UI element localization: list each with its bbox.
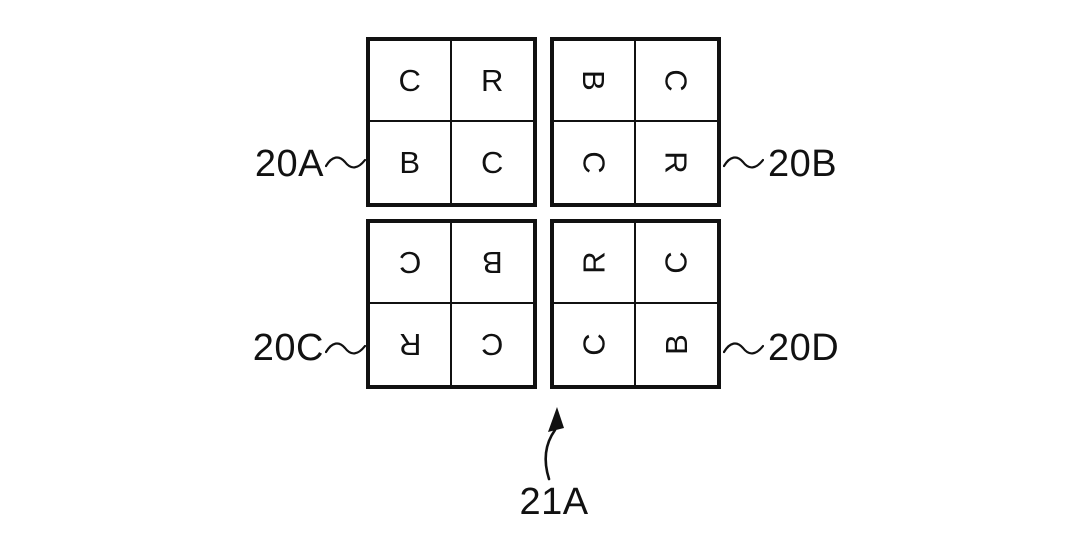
cell-letter: C (576, 151, 612, 174)
annotation-arrow-icon (544, 407, 564, 481)
cell-letter: C (576, 333, 612, 356)
grid-cell: C (370, 41, 452, 122)
cfa-grid-20a: C R B C (366, 37, 537, 207)
label-21a: 21A (519, 481, 589, 523)
label-20c: 20C (252, 327, 324, 369)
cell-letter: B (481, 245, 503, 280)
cell-letter: C (658, 69, 694, 92)
grid-cell: B (554, 41, 636, 122)
label-20a: 20A (254, 143, 324, 185)
leader-squiggle-icon (325, 156, 366, 169)
leader-squiggle-icon (723, 156, 764, 169)
grid-cell: R (636, 122, 718, 203)
leader-squiggle-icon (325, 342, 366, 355)
grid-cell: B (370, 122, 452, 203)
cell-letter: B (399, 145, 421, 180)
cell-letter: R (576, 251, 612, 274)
leader-squiggle-icon (723, 342, 764, 355)
grid-cell: R (554, 223, 636, 304)
grid-cell: B (636, 304, 718, 385)
cell-letter: C (481, 145, 504, 180)
cell-letter: R (481, 63, 504, 98)
grid-cell: R (370, 304, 452, 385)
label-20d: 20D (768, 327, 840, 369)
cell-letter: R (398, 327, 421, 362)
grid-cell: B (451, 223, 533, 304)
grid-cell: R (451, 41, 533, 122)
grid-cell: C (554, 122, 636, 203)
grid-cell: C (452, 304, 534, 385)
cell-letter: B (576, 70, 612, 91)
cell-letter: R (658, 151, 694, 174)
cell-letter: C (658, 251, 694, 274)
grid-cell: C (554, 304, 636, 385)
cfa-grid-20d: R C C B (550, 219, 721, 389)
grid-cell: C (635, 41, 717, 122)
cfa-grid-20b: B C C R (550, 37, 721, 207)
cell-letter: C (398, 63, 421, 98)
cell-letter: B (658, 334, 694, 355)
grid-cell: C (452, 122, 534, 203)
cell-letter: C (481, 327, 504, 362)
label-20b: 20B (768, 143, 838, 185)
grid-cell: C (370, 223, 452, 304)
cfa-grid-20c: C B R C (366, 219, 537, 389)
grid-cell: C (635, 223, 717, 304)
cell-letter: C (398, 245, 421, 280)
